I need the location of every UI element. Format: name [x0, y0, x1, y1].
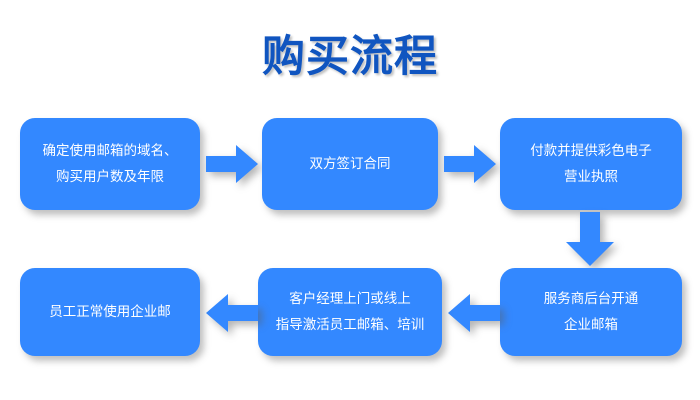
- arrow-right-icon-2: [444, 143, 496, 185]
- page-title: 购买流程: [262, 32, 438, 82]
- node-3-line-2: 营业执照: [564, 169, 618, 185]
- node-2-line-1: 双方签订合同: [309, 156, 391, 172]
- node-3-line-1: 付款并提供彩色电子: [530, 143, 652, 159]
- arrow-right-icon-1: [206, 143, 258, 185]
- process-node-3[interactable]: 付款并提供彩色电子 营业执照: [500, 118, 682, 210]
- node-4-line-2: 企业邮箱: [564, 317, 618, 333]
- arrow-down-icon-1: [562, 212, 618, 266]
- node-4-line-1: 服务商后台开通: [543, 291, 639, 307]
- arrow-left-icon-2: [206, 292, 258, 334]
- process-node-2[interactable]: 双方签订合同: [262, 118, 438, 210]
- node-5-line-1: 客户经理上门或线上: [289, 291, 411, 307]
- process-node-5[interactable]: 客户经理上门或线上 指导激活员工邮箱、培训: [258, 268, 442, 356]
- node-1-line-1: 确定使用邮箱的域名、: [42, 143, 178, 159]
- process-node-4[interactable]: 服务商后台开通 企业邮箱: [500, 268, 682, 356]
- arrow-left-icon-1: [448, 292, 500, 334]
- node-6-line-1: 员工正常使用企业邮: [49, 304, 171, 320]
- node-5-line-2: 指导激活员工邮箱、培训: [275, 317, 425, 333]
- node-1-line-2: 购买用户数及年限: [56, 169, 164, 185]
- process-node-1[interactable]: 确定使用邮箱的域名、 购买用户数及年限: [20, 118, 200, 210]
- process-node-6[interactable]: 员工正常使用企业邮: [20, 268, 200, 356]
